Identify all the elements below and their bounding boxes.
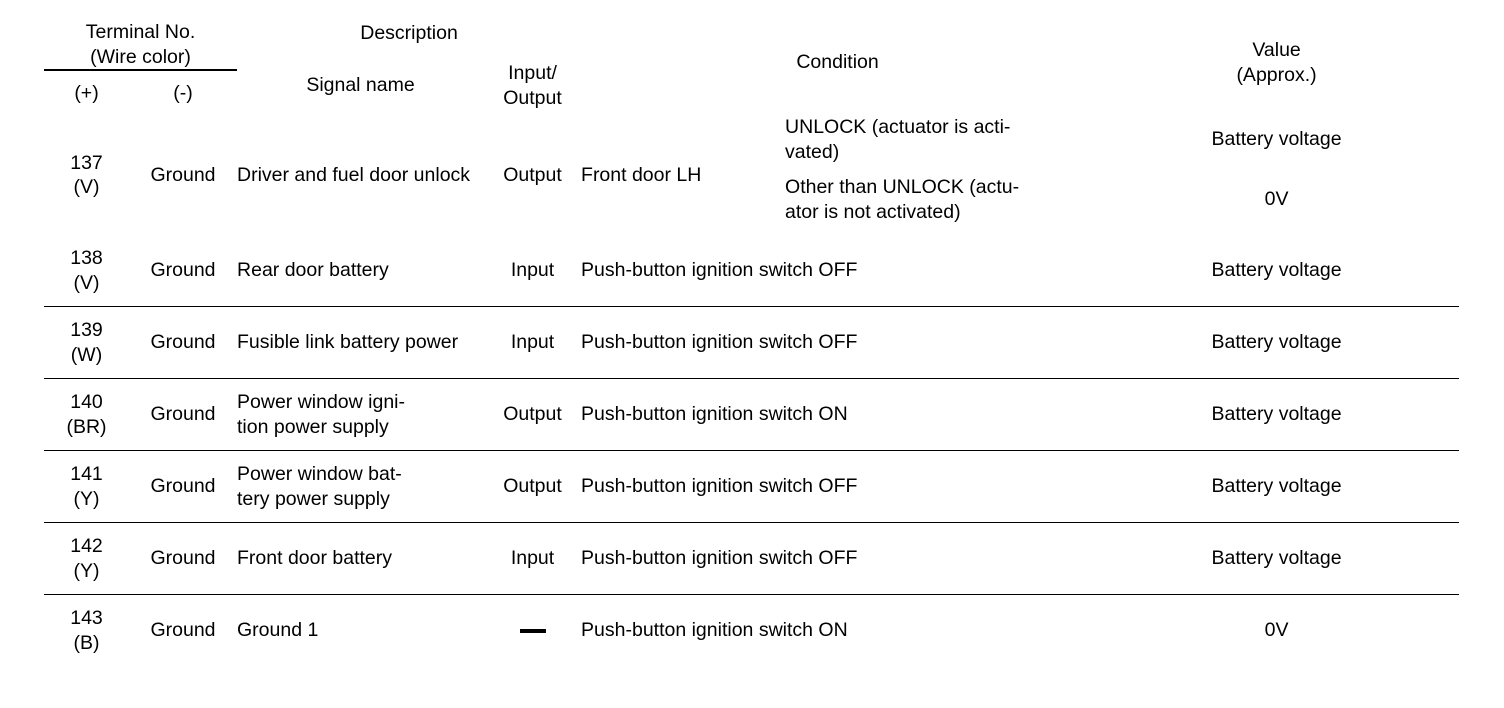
cell-terminal: 140 (BR) bbox=[44, 378, 129, 451]
terminal-specification-table: Terminal No. (Wire color) Description Co… bbox=[44, 10, 1460, 667]
cell-input-output: Output bbox=[484, 378, 582, 451]
em-dash-icon bbox=[519, 629, 546, 634]
cell-ground: Ground bbox=[129, 306, 238, 379]
cell-value: Battery voltage bbox=[1094, 522, 1460, 595]
header-row-2: Signal name Input/ Output bbox=[44, 56, 1459, 109]
cell-terminal: 143 (B) bbox=[44, 594, 129, 667]
cell-signal-name: Rear door battery bbox=[237, 259, 389, 282]
cell-value: 0V bbox=[1094, 594, 1460, 667]
cell-ground: Ground bbox=[129, 378, 238, 451]
cell-condition: Push-button ignition switch ON bbox=[581, 594, 1095, 667]
cell-terminal: 138 (V) bbox=[70, 247, 103, 294]
cell-condition: Push-button ignition switch OFF bbox=[581, 259, 858, 282]
table-row: 140 (BR) Ground Power window igni- tion … bbox=[44, 378, 1460, 451]
header-input-output: Input/ Output bbox=[503, 62, 562, 109]
cell-condition: UNLOCK (actuator is acti- vated) bbox=[785, 116, 1011, 163]
cell-terminal: 139 (W) bbox=[44, 306, 129, 379]
header-terminal-no: Terminal No. (Wire color) bbox=[44, 10, 238, 72]
header-row-3: (+) (-) bbox=[44, 70, 1459, 115]
header-terminal-minus: (-) bbox=[173, 81, 193, 104]
header-signal-name: Signal name bbox=[306, 74, 415, 97]
header-row-1: Terminal No. (Wire color) Description Co… bbox=[44, 10, 1459, 86]
table-row: 143 (B) Ground Ground 1 Push-button igni… bbox=[44, 594, 1460, 667]
cell-ground: Ground bbox=[150, 163, 216, 186]
cell-value: Battery voltage bbox=[1094, 378, 1460, 451]
table-row: 138 (V) Ground Rear door battery Input P… bbox=[44, 235, 1459, 307]
cell-value: Battery voltage bbox=[1094, 450, 1460, 523]
table-row: 139 (W) Ground Fusible link battery powe… bbox=[44, 306, 1460, 379]
table-row: Other than UNLOCK (actu- ator is not act… bbox=[44, 164, 1459, 235]
header-description: Description bbox=[360, 21, 458, 44]
table-row: 141 (Y) Ground Power window bat- tery po… bbox=[44, 450, 1460, 523]
cell-terminal: 142 (Y) bbox=[44, 522, 129, 595]
cell-signal-name: Fusible link battery power bbox=[237, 306, 485, 379]
cell-condition: Push-button ignition switch OFF bbox=[581, 450, 1095, 523]
table-row: 137 (V) Ground Driver and fuel door unlo… bbox=[44, 115, 1459, 198]
cell-ground: Ground bbox=[150, 259, 216, 282]
cell-value: Battery voltage bbox=[1211, 259, 1342, 282]
cell-signal-name: Front door battery bbox=[237, 522, 485, 595]
header-terminal-plus: (+) bbox=[74, 81, 99, 104]
cell-signal-name: Power window igni- tion power supply bbox=[237, 378, 485, 451]
cell-condition: Push-button ignition switch ON bbox=[581, 378, 1095, 451]
cell-input-output: Input bbox=[484, 306, 582, 379]
cell-condition: Other than UNLOCK (actu- ator is not act… bbox=[785, 176, 1020, 223]
cell-terminal: 141 (Y) bbox=[44, 450, 129, 523]
cell-value: Battery voltage bbox=[1211, 128, 1342, 151]
cell-condition-group: Front door LH bbox=[581, 163, 702, 186]
table-row: 142 (Y) Ground Front door battery Input … bbox=[44, 522, 1460, 595]
cell-signal-name: Power window bat- tery power supply bbox=[237, 450, 485, 523]
cell-ground: Ground bbox=[129, 522, 238, 595]
header-value: Value (Approx.) bbox=[1236, 39, 1317, 86]
cell-input-output: Input bbox=[510, 259, 555, 282]
cell-condition: Push-button ignition switch OFF bbox=[581, 522, 1095, 595]
cell-condition: Push-button ignition switch OFF bbox=[581, 306, 1095, 379]
cell-input-output: Output bbox=[503, 163, 562, 186]
cell-value: Battery voltage bbox=[1094, 306, 1460, 379]
cell-terminal: 137 (V) bbox=[70, 151, 103, 199]
cell-signal-name: Driver and fuel door unlock bbox=[237, 163, 471, 186]
cell-input-output bbox=[484, 594, 582, 667]
cell-ground: Ground bbox=[129, 594, 238, 667]
cell-input-output: Input bbox=[484, 522, 582, 595]
cell-value: 0V bbox=[1264, 188, 1289, 211]
cell-ground: Ground bbox=[129, 450, 238, 523]
header-condition: Condition bbox=[796, 51, 879, 74]
cell-signal-name: Ground 1 bbox=[237, 594, 485, 667]
cell-input-output: Output bbox=[484, 450, 582, 523]
